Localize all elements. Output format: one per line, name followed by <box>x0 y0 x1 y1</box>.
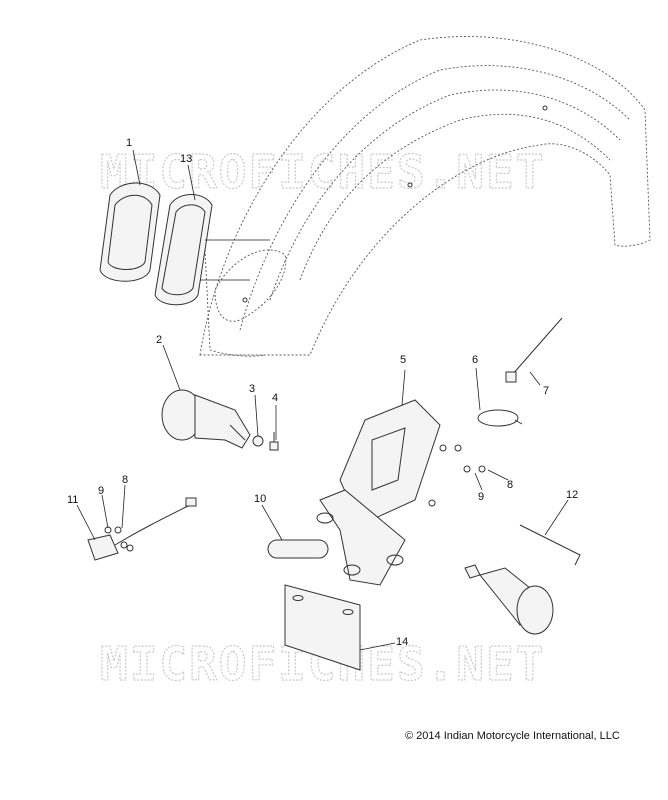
callouts: 1 13 2 3 4 5 6 7 8 9 11 9 8 10 12 14 <box>67 137 578 648</box>
part-12-hex-key <box>519 524 581 566</box>
part-1-lens-cover <box>99 182 161 282</box>
part-14-license-plate <box>284 584 361 671</box>
callout-5: 5 <box>400 354 406 366</box>
part-11-license-lamp <box>87 497 197 561</box>
callout-1: 1 <box>126 137 132 149</box>
part-13-gasket <box>154 194 213 306</box>
part-7-cable-tie <box>505 317 563 383</box>
turn-signal-right <box>464 564 554 635</box>
callout-13: 13 <box>180 153 192 165</box>
callout-3: 3 <box>249 383 255 395</box>
part-6-clamp <box>477 409 523 427</box>
copyright-notice: © 2014 Indian Motorcycle International, … <box>405 730 620 742</box>
part-10-reflector <box>267 539 329 559</box>
hardware-nuts <box>428 444 486 507</box>
callout-9-right: 9 <box>478 491 484 503</box>
part-5-license-bracket <box>316 399 441 586</box>
leader-lines <box>76 149 569 651</box>
callout-6: 6 <box>472 354 478 366</box>
watermark-top: MICROFICHES.NET <box>100 145 545 199</box>
part-4-bolt <box>269 432 279 451</box>
callout-4: 4 <box>272 392 278 404</box>
part-2-turn-signal-left <box>161 389 251 449</box>
callout-12: 12 <box>566 489 578 501</box>
rear-fender <box>199 36 651 357</box>
callout-8-left: 8 <box>122 474 128 486</box>
callout-2: 2 <box>156 334 162 346</box>
callout-10: 10 <box>254 493 266 505</box>
part-3-washer <box>252 435 264 447</box>
callout-8-right: 8 <box>507 479 513 491</box>
callout-7: 7 <box>543 385 549 397</box>
callout-9-left: 9 <box>98 485 104 497</box>
callout-14: 14 <box>396 636 408 648</box>
callout-11: 11 <box>67 494 78 506</box>
